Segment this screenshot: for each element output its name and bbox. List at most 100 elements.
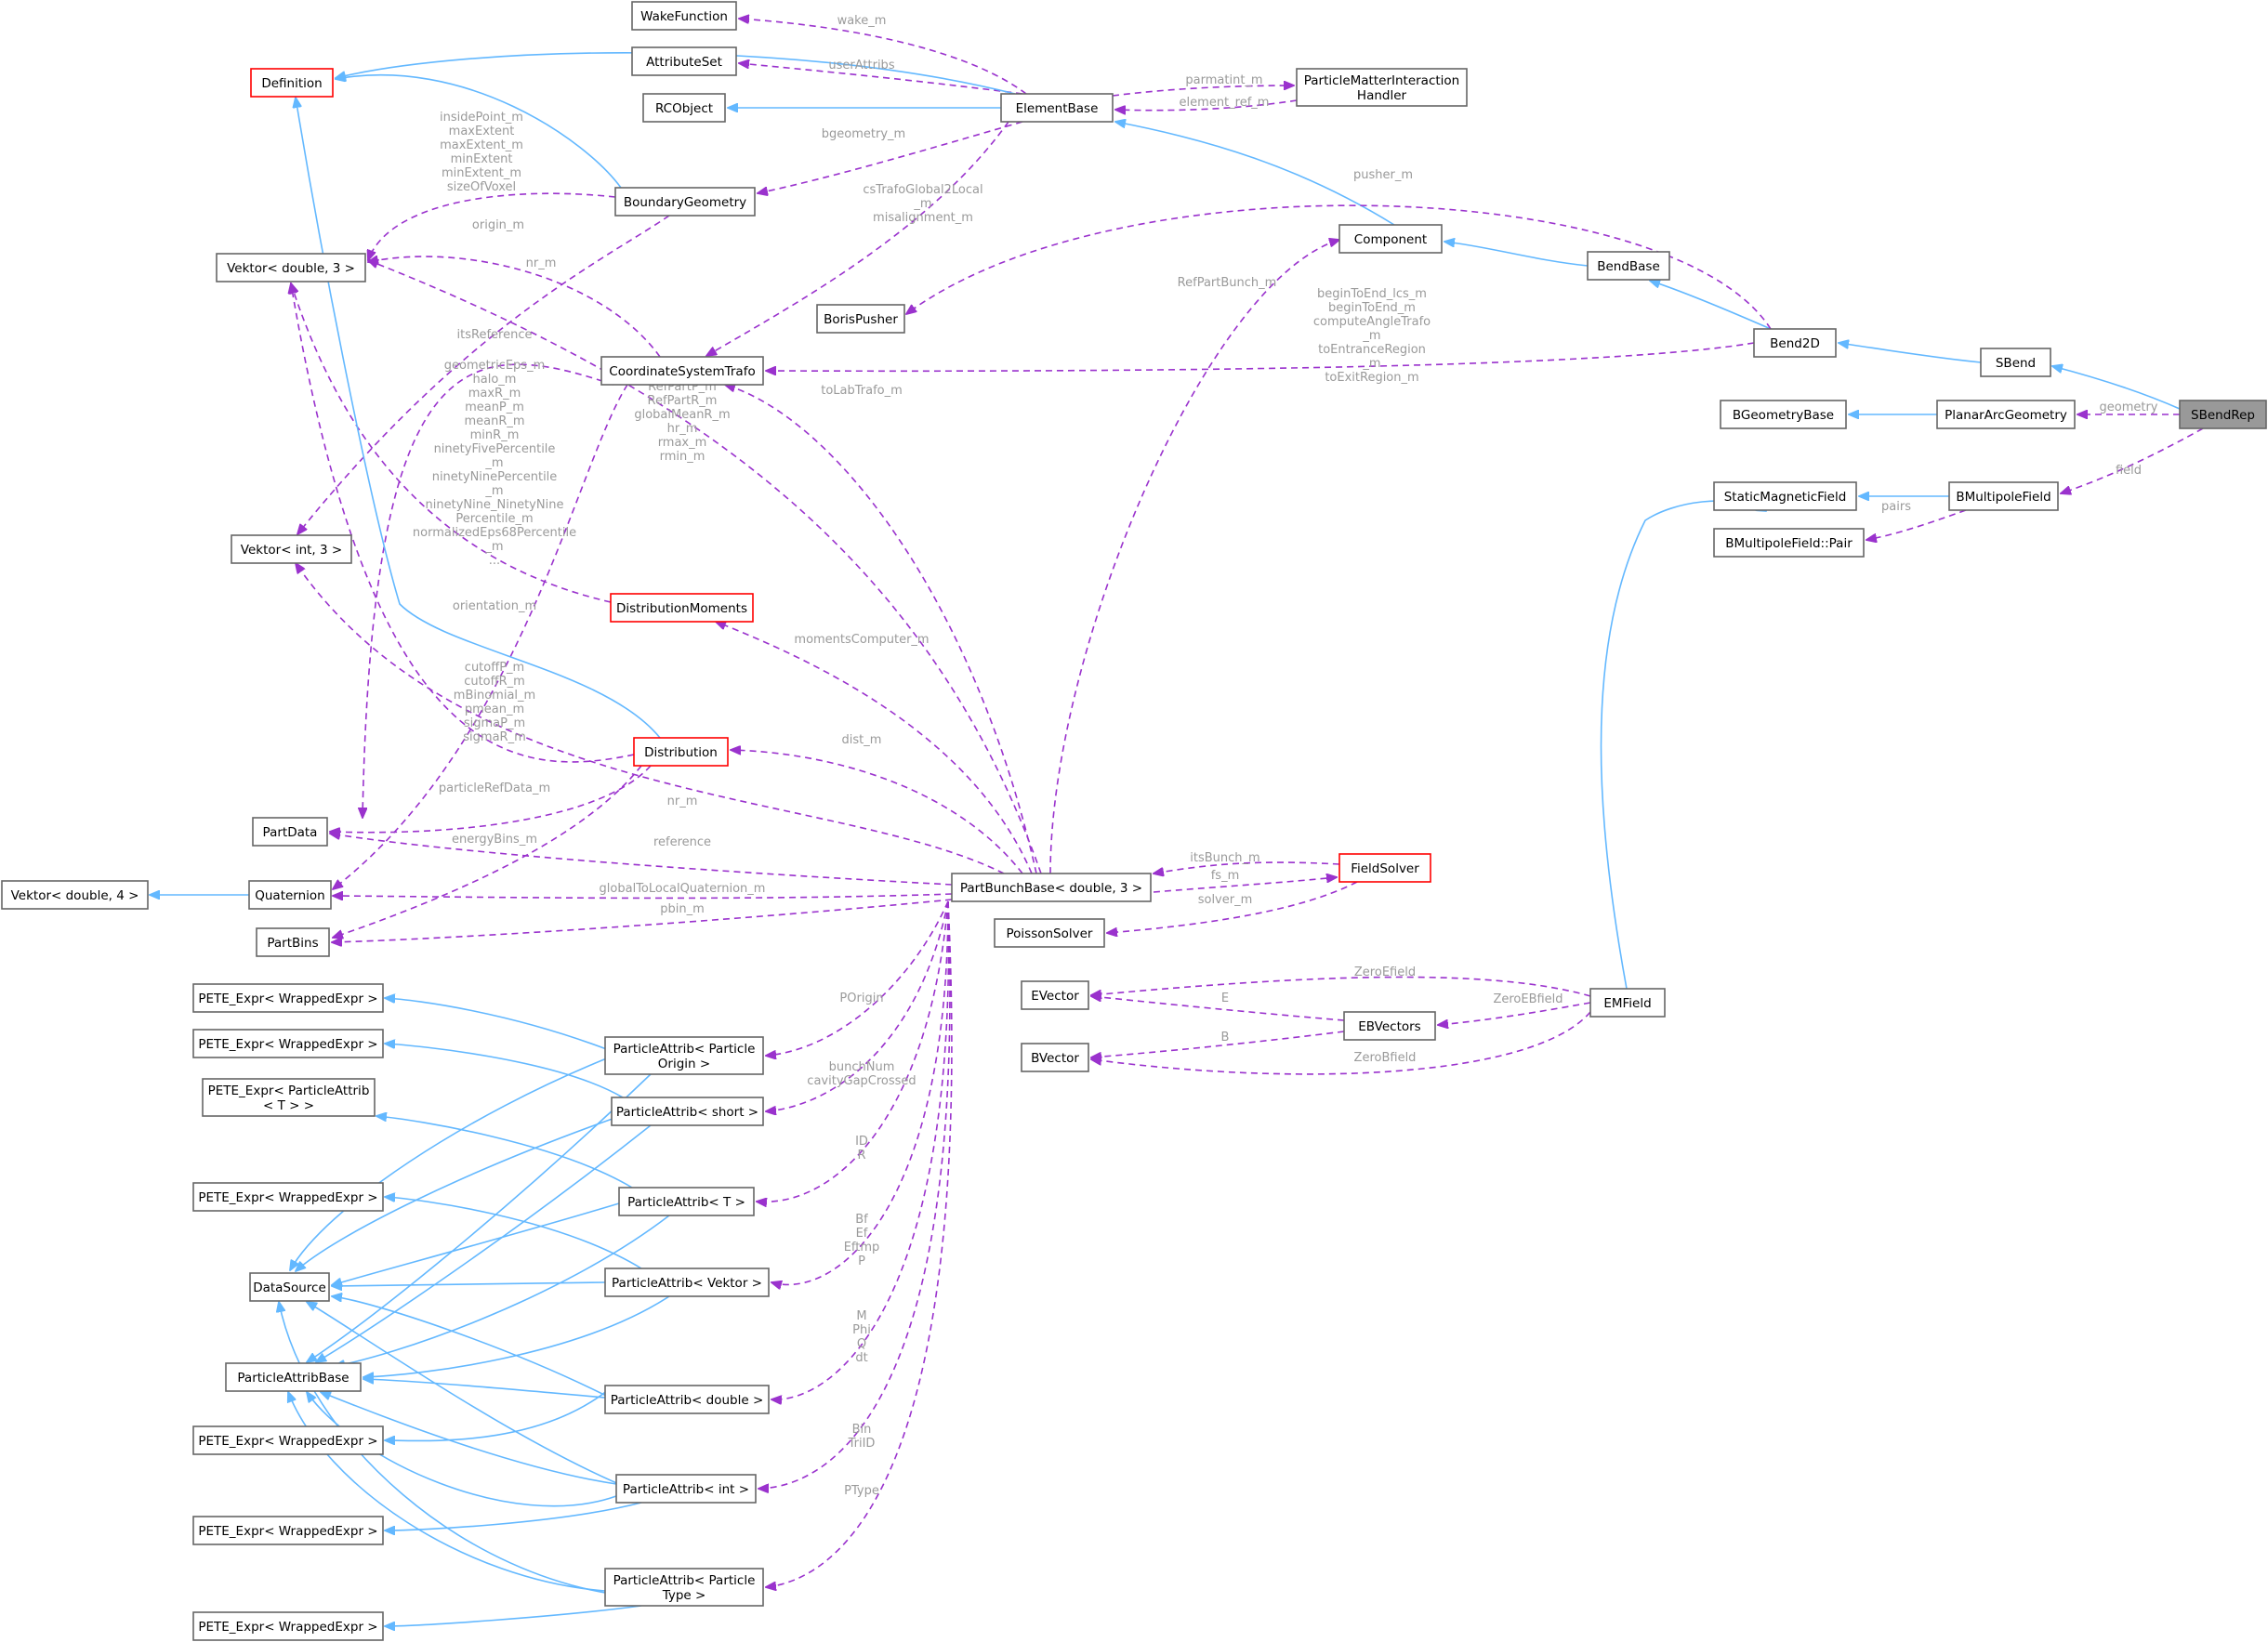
class-node-component[interactable]: Component bbox=[1338, 224, 1443, 254]
class-node-label: CoordinateSystemTrafo bbox=[609, 364, 755, 379]
class-node-label: Vektor< double, 3 > bbox=[227, 261, 355, 276]
class-node-box bbox=[1338, 224, 1443, 254]
class-node-label: BorisPusher bbox=[824, 312, 898, 327]
class-node-box bbox=[2179, 400, 2267, 429]
class-node-box bbox=[1021, 1043, 1089, 1072]
class-node-label: Distribution bbox=[644, 745, 718, 760]
class-node-vektord3[interactable]: Vektor< double, 3 > bbox=[216, 253, 366, 282]
usage-edge-e47 bbox=[1091, 996, 1345, 1021]
class-node-pabase[interactable]: ParticleAttribBase bbox=[225, 1362, 362, 1392]
class-node-label: ParticleAttrib< int > bbox=[623, 1482, 749, 1497]
class-node-pew6[interactable]: PETE_Expr< WrappedExpr > bbox=[192, 1611, 384, 1641]
edge-label-e06: element_ref_m bbox=[1180, 96, 1270, 110]
edge-label-e39: nr_m bbox=[667, 795, 698, 808]
class-node-vektord4[interactable]: Vektor< double, 4 > bbox=[1, 880, 149, 910]
inheritance-edge-e68 bbox=[332, 1282, 606, 1286]
class-node-bend2d[interactable]: Bend2D bbox=[1753, 328, 1837, 358]
class-node-pepa[interactable]: PETE_Expr< ParticleAttrib< T > > bbox=[202, 1078, 376, 1117]
class-node-bmpair[interactable]: BMultipoleField::Pair bbox=[1713, 528, 1865, 558]
class-node-fieldsolver[interactable]: FieldSolver bbox=[1338, 853, 1431, 883]
class-node-label: Type > bbox=[662, 1588, 706, 1603]
edge-label-e37: momentsComputer_m bbox=[794, 633, 929, 647]
class-node-rcobject[interactable]: RCObject bbox=[642, 93, 726, 123]
class-node-borispusher[interactable]: BorisPusher bbox=[816, 304, 905, 334]
edge-label-e38: dist_m bbox=[842, 733, 882, 747]
inheritance-edge-e70 bbox=[307, 1302, 633, 1491]
class-node-cstrafo[interactable]: CoordinateSystemTrafo bbox=[600, 356, 764, 386]
inheritance-edge-e66 bbox=[296, 1114, 624, 1271]
class-node-emfield[interactable]: EMField bbox=[1589, 988, 1666, 1018]
class-node-paint[interactable]: ParticleAttrib< int > bbox=[615, 1474, 757, 1504]
class-node-padouble[interactable]: ParticleAttrib< double > bbox=[604, 1385, 770, 1414]
usage-edge-e23 bbox=[1866, 509, 1967, 540]
class-node-elementbase[interactable]: ElementBase bbox=[1000, 93, 1114, 123]
class-node-pew5[interactable]: PETE_Expr< WrappedExpr > bbox=[192, 1516, 384, 1545]
edge-label-e32: energyBins_m bbox=[452, 833, 537, 847]
class-node-bvector[interactable]: BVector bbox=[1021, 1043, 1089, 1072]
class-node-quaternion[interactable]: Quaternion bbox=[248, 880, 332, 910]
class-node-poissonsolver[interactable]: PoissonSolver bbox=[994, 918, 1105, 948]
class-node-label: Origin > bbox=[658, 1057, 710, 1071]
class-node-attributeset[interactable]: AttributeSet bbox=[631, 46, 737, 76]
edge-label-e15: pusher_m bbox=[1353, 168, 1413, 182]
class-node-ebvectors[interactable]: EBVectors bbox=[1343, 1011, 1436, 1041]
class-node-pew4[interactable]: PETE_Expr< WrappedExpr > bbox=[192, 1425, 384, 1455]
class-node-pbb[interactable]: PartBunchBase< double, 3 > bbox=[951, 873, 1152, 902]
class-node-label: ParticleAttribBase bbox=[237, 1371, 349, 1386]
class-node-box bbox=[1753, 328, 1837, 358]
class-node-label: PETE_Expr< WrappedExpr > bbox=[198, 1037, 377, 1052]
class-node-box bbox=[1713, 481, 1857, 511]
class-node-pat[interactable]: ParticleAttrib< T > bbox=[618, 1187, 755, 1216]
edge-label-e45: solver_m bbox=[1198, 893, 1253, 907]
class-node-vektori3[interactable]: Vektor< int, 3 > bbox=[231, 534, 352, 564]
class-node-pew1[interactable]: PETE_Expr< WrappedExpr > bbox=[192, 983, 384, 1013]
class-node-bendbase[interactable]: BendBase bbox=[1587, 251, 1670, 281]
class-node-wakefunction[interactable]: WakeFunction bbox=[631, 1, 737, 31]
usage-edge-e53 bbox=[757, 900, 949, 1202]
class-node-distmoments[interactable]: DistributionMoments bbox=[610, 593, 754, 623]
class-node-partbins[interactable]: PartBins bbox=[256, 927, 330, 957]
class-node-label: PartBins bbox=[267, 936, 318, 951]
edges-layer bbox=[150, 19, 2204, 1626]
class-node-partdata[interactable]: PartData bbox=[252, 817, 328, 847]
class-node-pew2[interactable]: PETE_Expr< WrappedExpr > bbox=[192, 1029, 384, 1058]
usage-edge-e39 bbox=[296, 563, 1005, 874]
class-node-label: Quaternion bbox=[255, 888, 325, 903]
class-node-boundarygeometry[interactable]: BoundaryGeometry bbox=[614, 187, 756, 217]
class-node-datasource[interactable]: DataSource bbox=[249, 1272, 330, 1302]
class-node-pew3[interactable]: PETE_Expr< WrappedExpr > bbox=[192, 1182, 384, 1212]
usage-edge-e15 bbox=[906, 204, 1772, 330]
class-node-box bbox=[816, 304, 905, 334]
edge-label-e31: particleRefData_m bbox=[439, 782, 550, 795]
class-node-evector[interactable]: EVector bbox=[1021, 980, 1089, 1010]
class-node-staticmf[interactable]: StaticMagneticField bbox=[1713, 481, 1857, 511]
class-node-box bbox=[604, 1268, 770, 1297]
class-node-box bbox=[192, 1611, 384, 1641]
usage-edge-e27 bbox=[333, 384, 628, 889]
usage-edge-e56 bbox=[758, 900, 951, 1489]
inheritance-edge-e78 bbox=[307, 1392, 617, 1507]
edge-label-e21: field bbox=[2116, 464, 2142, 478]
class-node-planararc[interactable]: PlanarArcGeometry bbox=[1936, 400, 2076, 429]
class-node-box bbox=[615, 1474, 757, 1504]
class-node-distribution[interactable]: Distribution bbox=[633, 737, 729, 767]
class-node-label: < T > > bbox=[263, 1098, 314, 1113]
class-node-sbend[interactable]: SBend bbox=[1980, 348, 2051, 377]
inheritance-edge-e74 bbox=[335, 1215, 670, 1366]
class-node-pavektor[interactable]: ParticleAttrib< Vektor > bbox=[604, 1268, 770, 1297]
class-node-pashort[interactable]: ParticleAttrib< short > bbox=[611, 1097, 764, 1126]
class-node-bmultipole[interactable]: BMultipoleField bbox=[1948, 481, 2059, 511]
usage-edge-e11 bbox=[297, 215, 670, 534]
class-node-bgeometrybase[interactable]: BGeometryBase bbox=[1720, 400, 1847, 429]
usage-edge-e01 bbox=[739, 19, 1027, 95]
class-node-sbendrep[interactable]: SBendRep bbox=[2179, 400, 2267, 429]
class-node-definition[interactable]: Definition bbox=[250, 68, 334, 98]
